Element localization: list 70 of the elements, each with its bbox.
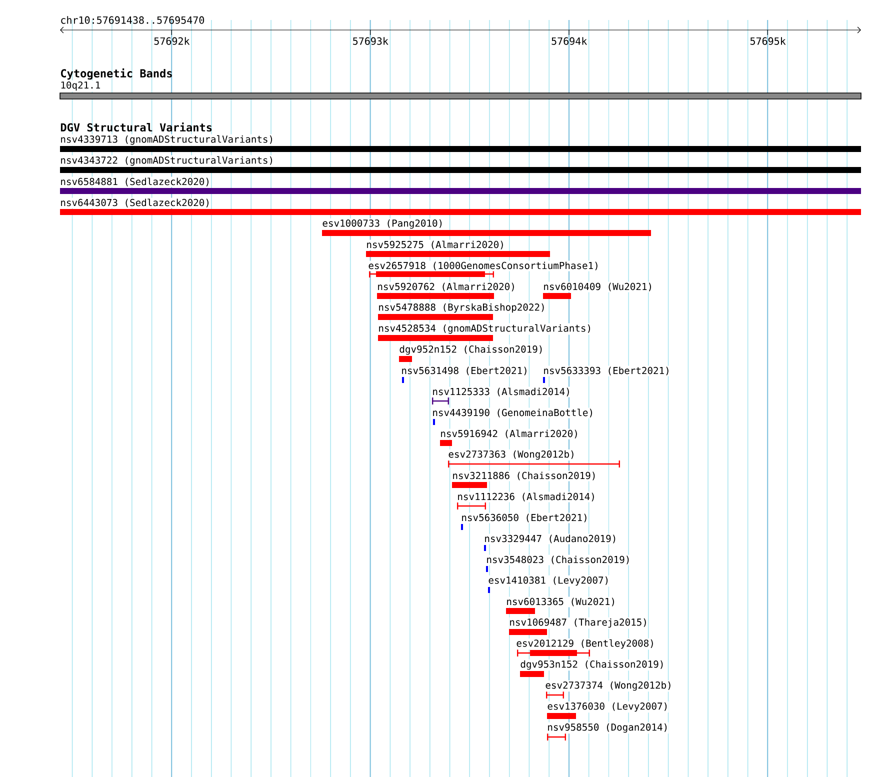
node-label: nsv5920762 (Almarri2020): [378, 282, 514, 292]
node-label: nsv3548023 (Chaisson2019): [487, 556, 629, 564]
variant-feature: nsv6013365 (Wu2021): [506, 596, 616, 614]
track-heading: DGV Structural Variants: [60, 122, 212, 132]
node-label: nsv1125333 (Alsmadi2014): [433, 388, 569, 396]
variant-feature: nsv3329447 (Audano2019): [484, 534, 618, 551]
node-label: esv1376030 (Levy2007): [548, 702, 667, 712]
node-label: nsv5916942 (Almarri2020): [441, 430, 577, 438]
variant-feature: nsv4528534 (gnomADStructuralVariants): [378, 323, 592, 341]
variant-feature: nsv6584881 (Sedlazeck2020): [60, 176, 861, 194]
variant-feature: nsv4339713 (gnomADStructuralVariants): [60, 134, 861, 152]
variant-feature: nsv5925275 (Almarri2020): [366, 240, 550, 257]
variant-feature: esv2657918 (1000GenomesConsortiumPhase1): [368, 260, 600, 278]
axis-label: 57693k: [353, 37, 388, 45]
node-label: nsv4528534 (gnomADStructuralVariants): [379, 324, 590, 334]
location-label: chr10:57691438..57695470: [61, 16, 204, 24]
variant-feature: dgv952n152 (Chaisson2019): [399, 344, 544, 362]
node-label: esv2657918 (1000GenomesConsortiumPhase1): [368, 262, 598, 270]
node-label: 10q21.1: [61, 81, 100, 91]
node-label: nsv6013365 (Wu2021): [507, 598, 614, 606]
variant-feature: esv1000733 (Pang2010): [322, 218, 651, 236]
node-label: esv2737363 (Wong2012b): [448, 450, 574, 460]
variant-feature: nsv5636050 (Ebert2021): [461, 512, 588, 530]
variant-feature: nsv3211886 (Chaisson2019): [452, 470, 597, 488]
node-label: nsv4439190 (GenomeinaBottle): [433, 408, 592, 418]
node-label: nsv4343722 (gnomADStructuralVariants): [61, 156, 272, 166]
variant-feature: nsv5631498 (Ebert2021): [401, 366, 528, 383]
variant-feature: nsv5920762 (Almarri2020): [377, 282, 516, 299]
node-label: nsv6584881 (Sedlazeck2020): [61, 178, 208, 186]
node-label: nsv1112236 (Alsmadi2014): [458, 492, 594, 502]
node-label: esv1000733 (Pang2010): [322, 219, 442, 229]
axis-label: 57695k: [750, 37, 786, 45]
variant-feature: nsv6443073 (Sedlazeck2020): [60, 198, 861, 215]
variant-feature: nsv958550 (Dogan2014): [547, 722, 669, 740]
variant-feature: esv2737363 (Wong2012b): [448, 449, 620, 468]
node-label: dgv953n152 (Chaisson2019): [520, 660, 663, 670]
variant-feature: esv1410381 (Levy2007): [488, 575, 610, 593]
variant-feature: nsv5633393 (Ebert2021): [543, 366, 670, 383]
variant-feature: nsv1125333 (Alsmadi2014): [432, 386, 571, 404]
axis-label: 57692k: [154, 37, 190, 45]
axis-label: 57694k: [552, 37, 588, 45]
node-label: nsv6010409 (Wu2021): [544, 282, 652, 292]
node-label: esv2737374 (Wong2012b): [546, 681, 670, 691]
node-label: nsv958550 (Dogan2014): [548, 723, 667, 733]
node-label: nsv3211886 (Chaisson2019): [453, 472, 595, 480]
node-label: nsv5478888 (ByrskaBishop2022): [379, 303, 544, 313]
variant-feature: nsv1069487 (Thareja2015): [509, 617, 648, 635]
variant-feature: nsv3548023 (Chaisson2019): [486, 554, 631, 572]
variant-feature: nsv4343722 (gnomADStructuralVariants): [60, 155, 861, 173]
variant-feature: esv2012129 (Bentley2008): [516, 638, 655, 656]
node-label: nsv4339713 (gnomADStructuralVariants): [61, 135, 272, 145]
node-label: nsv5631498 (Ebert2021): [402, 366, 526, 376]
cytoband-bar: 10q21.1: [60, 80, 862, 100]
node-label: nsv6443073 (Sedlazeck2020): [61, 198, 208, 208]
variant-feature: dgv953n152 (Chaisson2019): [520, 659, 665, 677]
node-label: nsv1069487 (Thareja2015): [510, 618, 646, 628]
node-label: nsv5636050 (Ebert2021): [462, 514, 586, 522]
variant-feature: nsv5478888 (ByrskaBishop2022): [378, 302, 546, 320]
variant-feature: nsv4439190 (GenomeinaBottle): [432, 408, 594, 425]
node-label: nsv5633393 (Ebert2021): [544, 366, 668, 376]
variant-feature: nsv1112236 (Alsmadi2014): [457, 492, 596, 510]
node-label: esv1410381 (Levy2007): [488, 576, 608, 586]
node-label: nsv3329447 (Audano2019): [485, 534, 616, 544]
node-label: esv2012129 (Bentley2008): [516, 639, 653, 649]
variant-feature: nsv6010409 (Wu2021): [543, 282, 654, 299]
variant-feature: esv2737374 (Wong2012b): [545, 680, 672, 698]
node-label: dgv952n152 (Chaisson2019): [400, 345, 542, 355]
node-label: nsv5925275 (Almarri2020): [367, 240, 503, 250]
variant-feature: nsv5916942 (Almarri2020): [440, 428, 579, 446]
variant-feature: esv1376030 (Levy2007): [547, 701, 669, 719]
